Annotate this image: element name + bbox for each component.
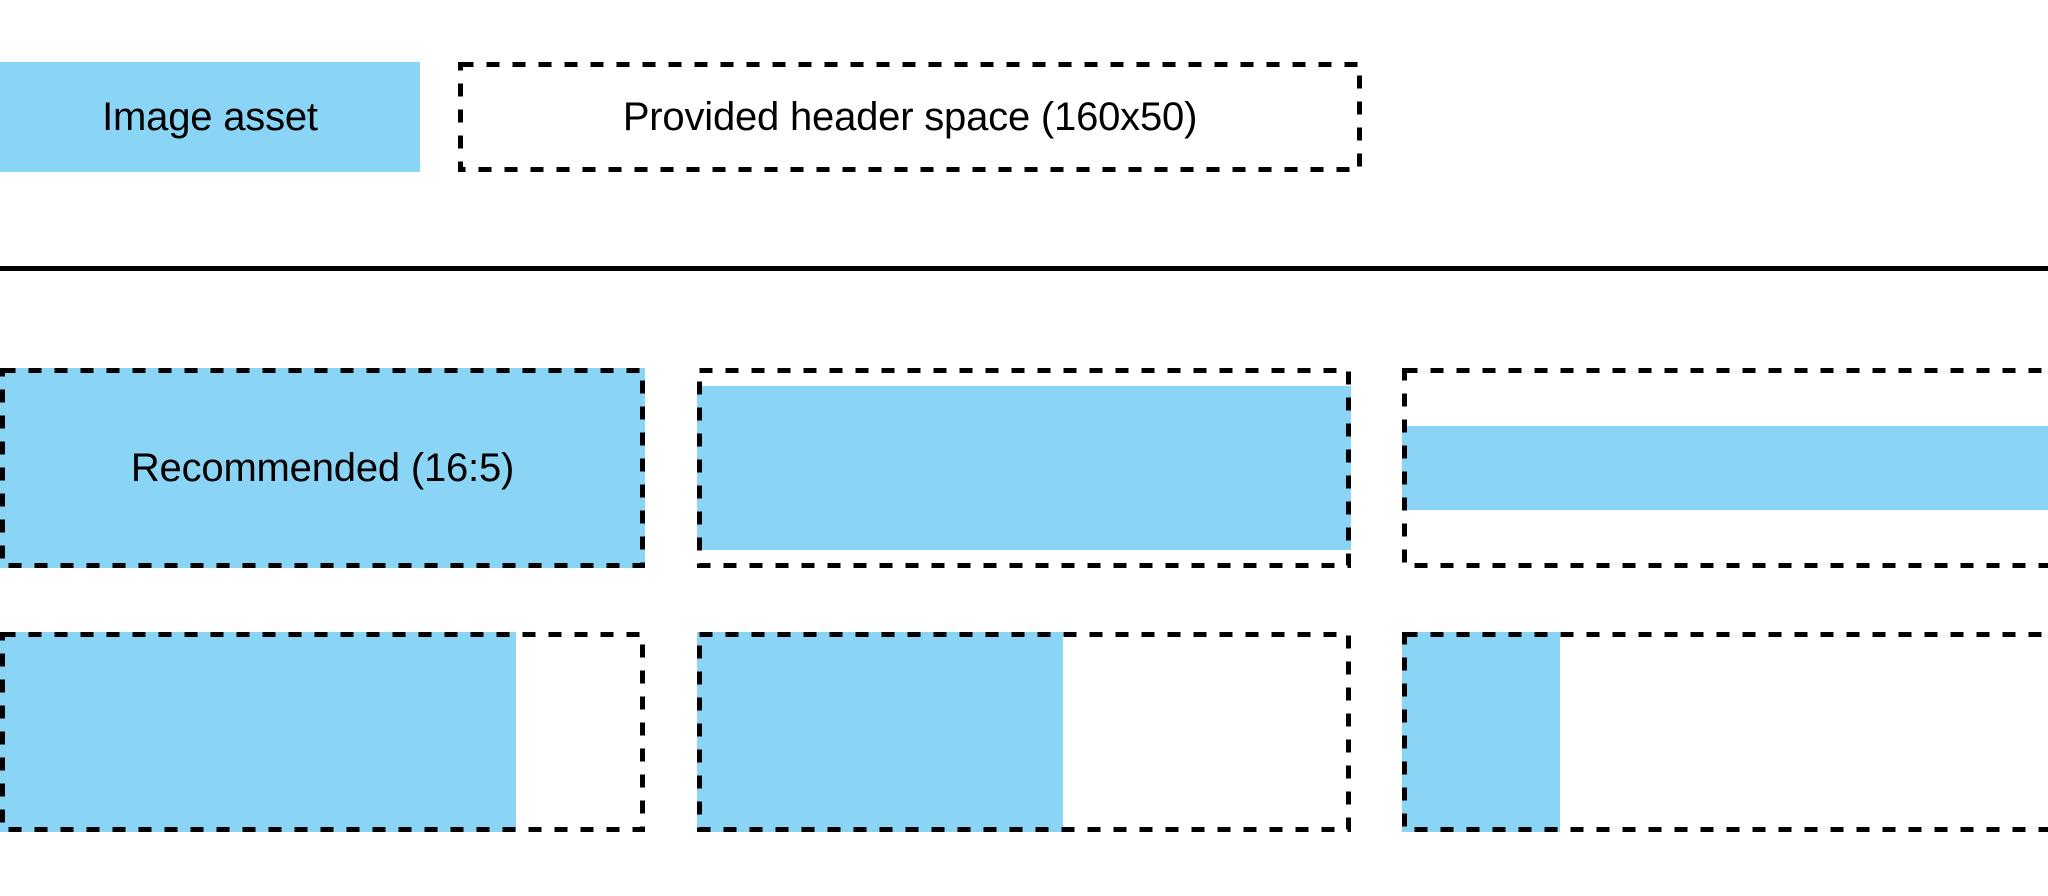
cell-fill <box>1402 426 2048 510</box>
cell-width-56 <box>697 632 1351 832</box>
cell-fill <box>0 632 516 832</box>
ratio-example-grid: Recommended (16:5) <box>0 268 2048 896</box>
header-legend-section: Image asset Provided header space (160x5… <box>0 0 2048 271</box>
cell-shorter-height <box>697 368 1351 568</box>
cell-fill <box>0 368 645 568</box>
cell-fill <box>697 632 1064 832</box>
provided-header-space-box: Provided header space (160x50) <box>458 62 1362 172</box>
cell-width-80 <box>0 632 645 832</box>
cell-fill <box>697 386 1351 550</box>
cell-fill <box>1402 632 1561 832</box>
ratio-row-recommended: Recommended (16:5) <box>0 368 2048 568</box>
image-asset-swatch: Image asset <box>0 62 420 172</box>
cell-thin-band <box>1402 368 2048 568</box>
section-divider <box>0 266 2048 271</box>
cell-width-24 <box>1402 632 2048 832</box>
ratio-row-narrower-widths <box>0 632 2048 832</box>
cell-recommended-16-5: Recommended (16:5) <box>0 368 645 568</box>
image-asset-label: Image asset <box>102 94 318 139</box>
provided-header-space-label: Provided header space (160x50) <box>622 94 1198 139</box>
